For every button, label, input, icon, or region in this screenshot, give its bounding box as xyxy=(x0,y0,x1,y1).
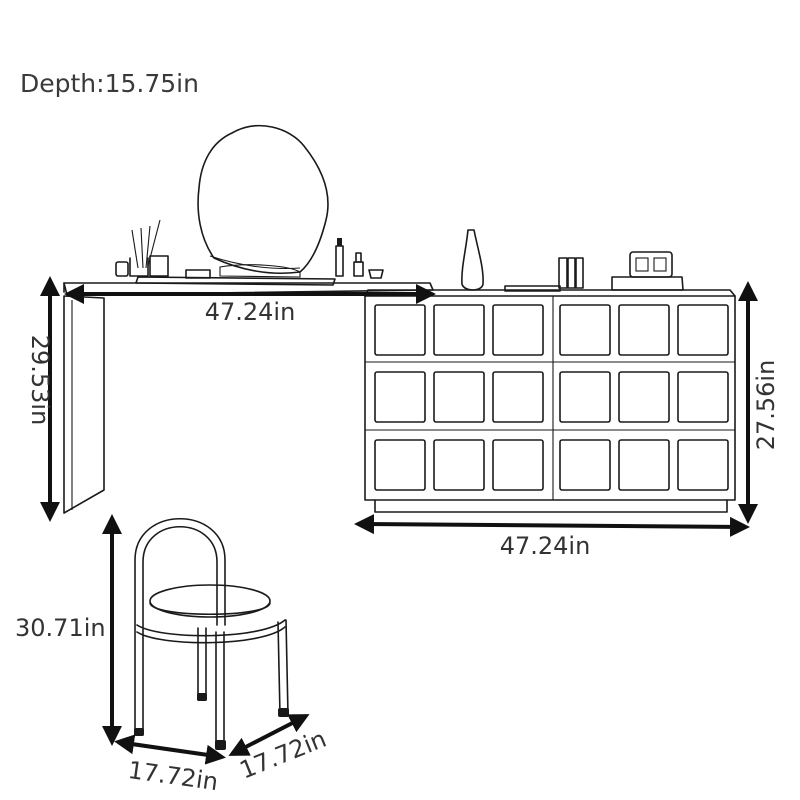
clock-icon xyxy=(611,251,684,291)
desk-width-label: 47.24in xyxy=(205,298,296,326)
depth-label: Depth:15.75in xyxy=(20,69,199,98)
chair-depth-label: 17.72in xyxy=(236,725,330,785)
cabinet-drawing xyxy=(364,229,736,513)
cabinet-width-label: 47.24in xyxy=(500,532,591,560)
desk-height-label: 29.53in xyxy=(26,335,54,426)
cosmetic-bottles-icon xyxy=(335,238,384,279)
chair-depth-arrow xyxy=(228,714,310,756)
mirror-icon xyxy=(197,124,329,275)
books-icon xyxy=(558,257,584,289)
vase-icon xyxy=(461,229,484,291)
chair-height-label: 30.71in xyxy=(15,614,106,642)
brush-cup-icon xyxy=(129,219,169,277)
cabinet-width-arrow xyxy=(354,514,750,537)
chair-width-label: 17.72in xyxy=(126,756,220,796)
chair-width-arrow xyxy=(114,734,226,765)
cabinet-height-label: 27.56in xyxy=(752,360,780,451)
chair-drawing xyxy=(134,518,289,750)
